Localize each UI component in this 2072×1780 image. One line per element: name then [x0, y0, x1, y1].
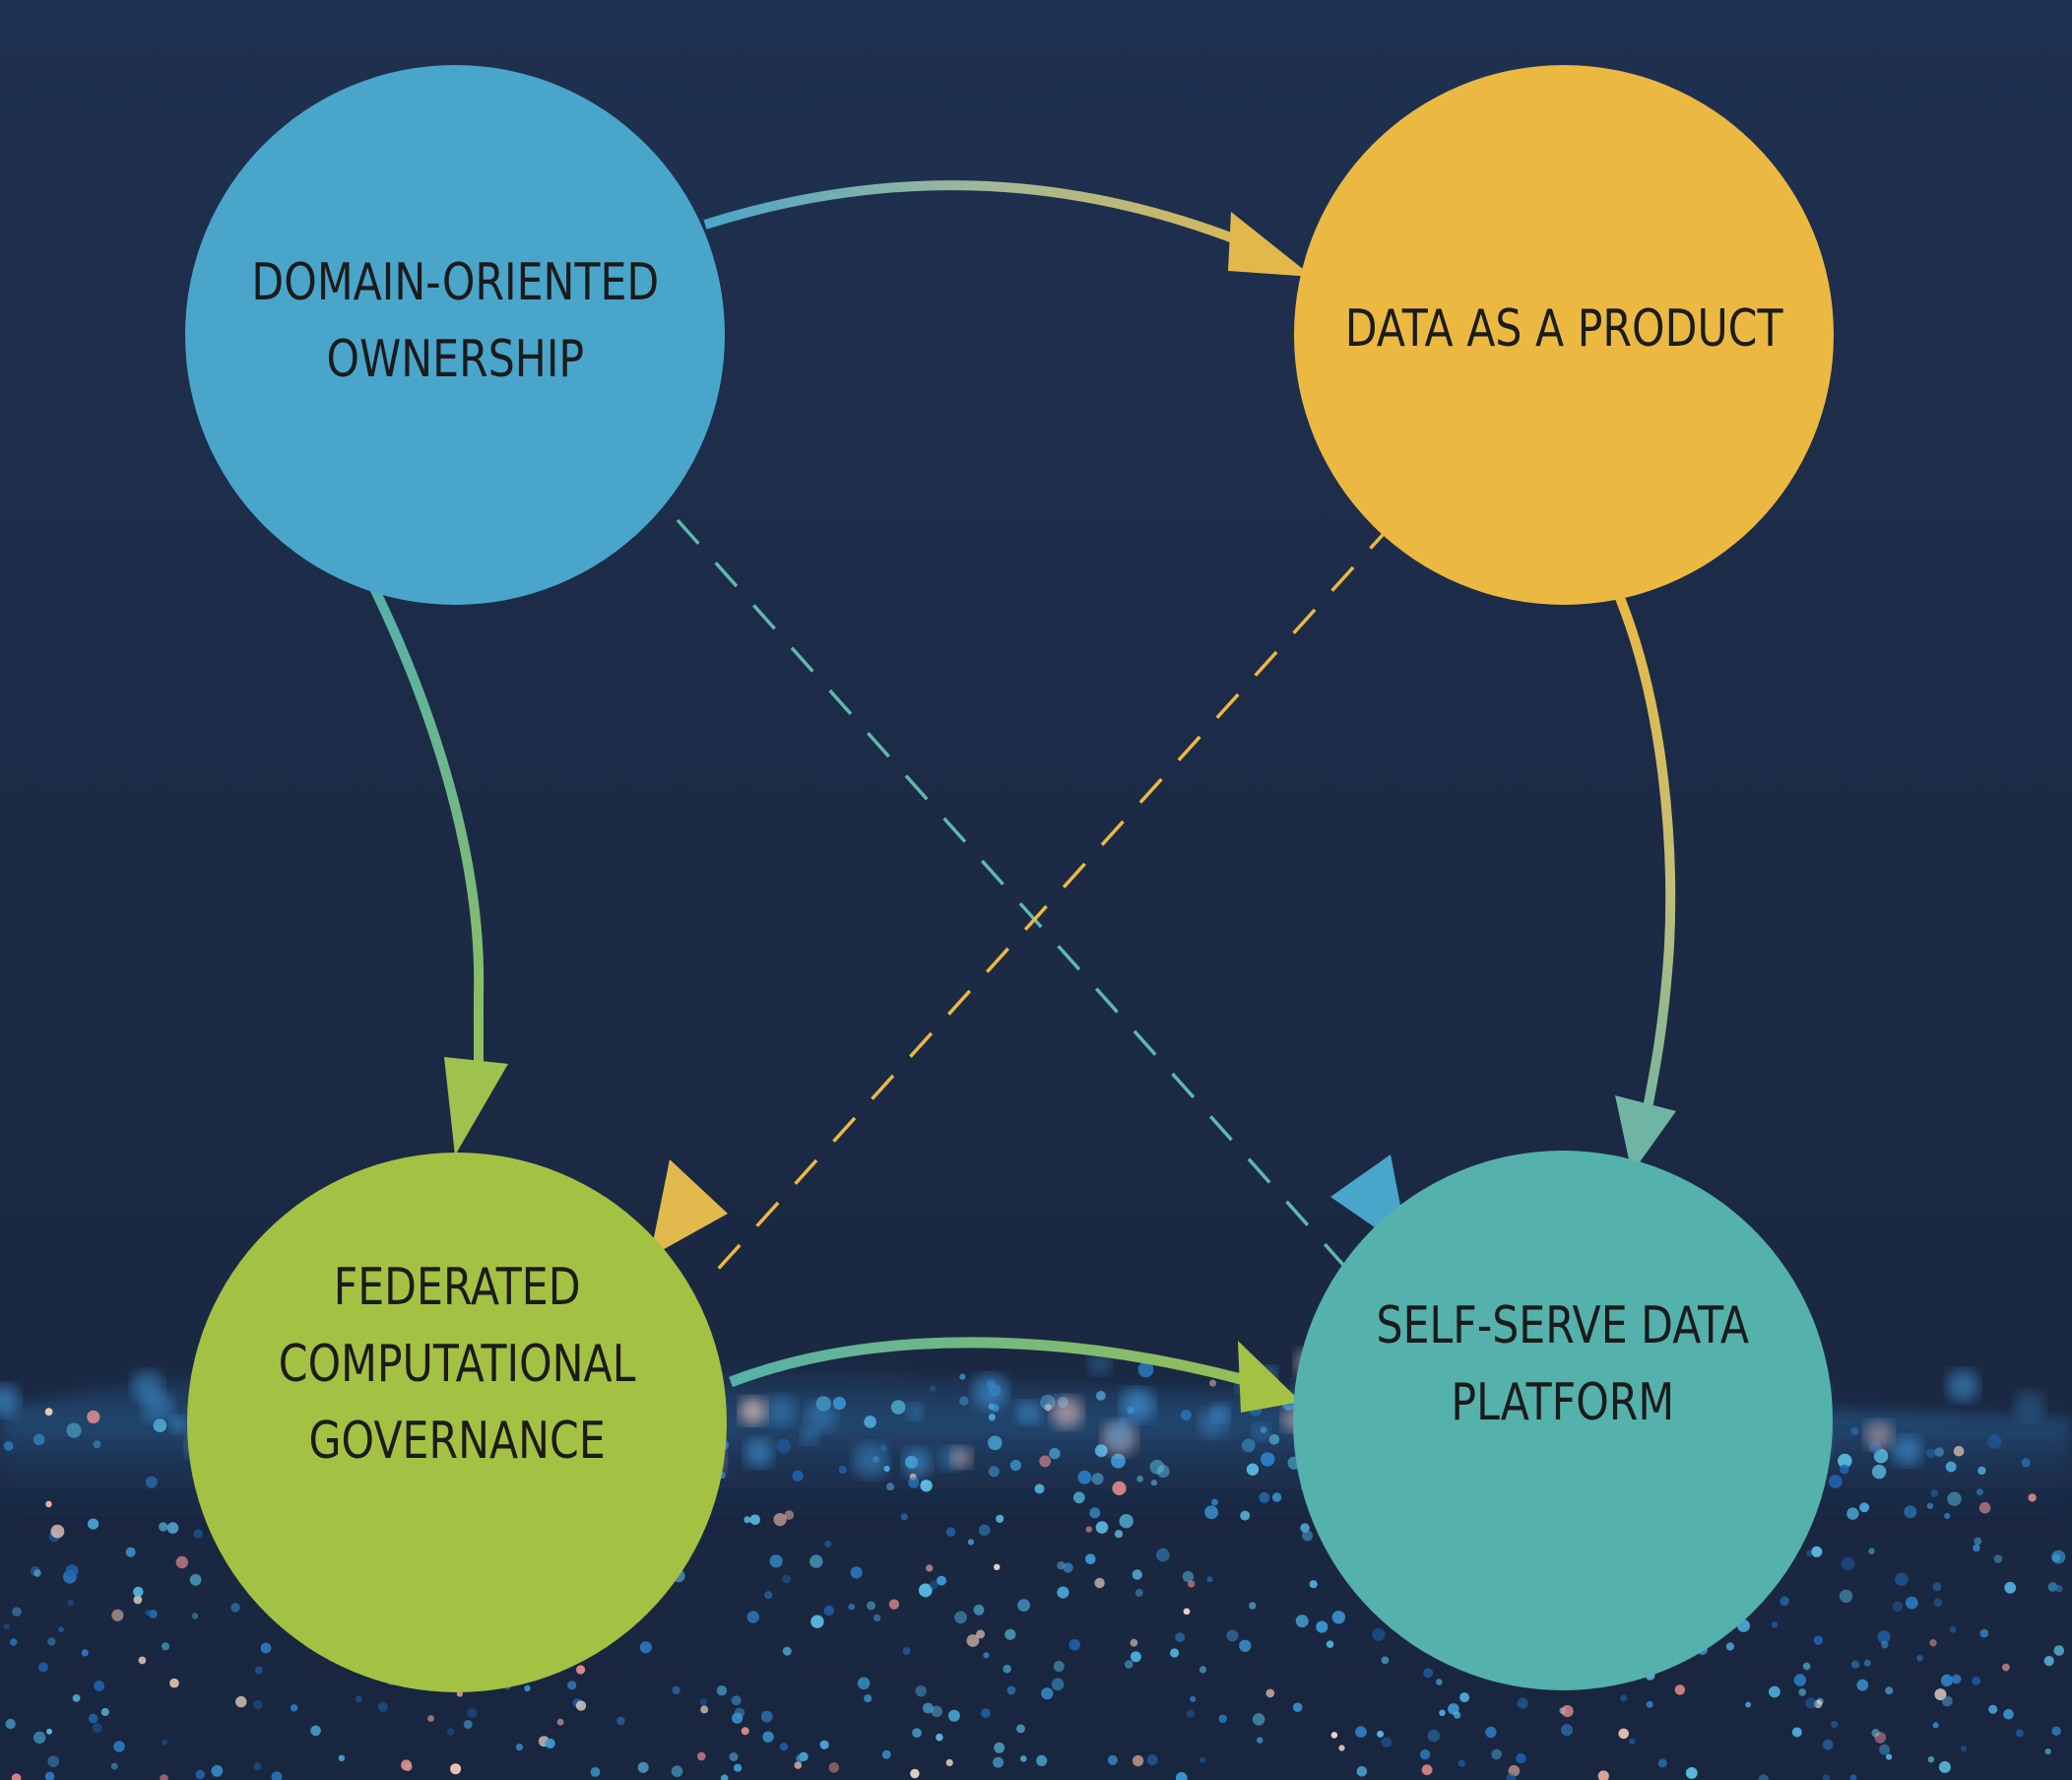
- arrowhead-icon: [650, 1159, 728, 1257]
- node-self-serve-data-platform: SELF-SERVE DATA PLATFORM: [1293, 1151, 1833, 1690]
- node-federated-computational-governance: FEDERATED COMPUTATIONAL GOVERNANCE: [187, 1153, 727, 1692]
- edge-product-to-platform: [1615, 596, 1676, 1173]
- node-label: SELF-SERVE DATA PLATFORM: [1376, 1296, 1750, 1432]
- edge-domain-to-platform-dashed: [676, 518, 1409, 1276]
- node-label: DOMAIN-ORIENTED OWNERSHIP: [251, 253, 659, 389]
- node-domain-oriented-ownership: DOMAIN-ORIENTED OWNERSHIP: [185, 65, 725, 605]
- edge-governance-to-platform: [729, 1337, 1301, 1413]
- arrowhead-icon: [444, 1057, 508, 1155]
- node-label: FEDERATED COMPUTATIONAL GOVERNANCE: [278, 1258, 636, 1471]
- arrowhead-icon: [1238, 1341, 1301, 1413]
- arrowhead-icon: [1228, 212, 1313, 277]
- edge-domain-to-governance: [368, 583, 508, 1155]
- edge-domain-to-product: [703, 180, 1313, 277]
- arrowhead-icon: [1615, 1095, 1676, 1173]
- node-data-as-a-product: DATA AS A PRODUCT: [1294, 65, 1834, 605]
- node-label: DATA AS A PRODUCT: [1344, 299, 1783, 359]
- edge-product-to-governance-dashed: [650, 523, 1393, 1287]
